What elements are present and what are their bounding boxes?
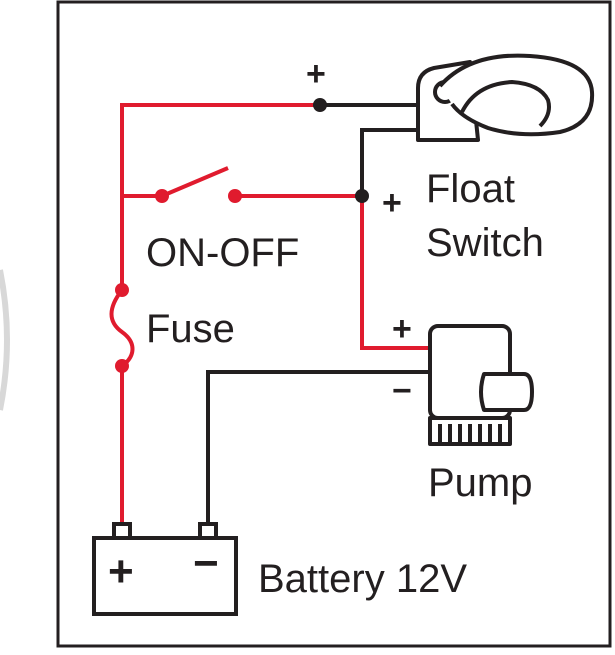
plus-sign-top: + bbox=[306, 55, 326, 93]
float-switch-label-line1: Float bbox=[426, 167, 515, 211]
junction-float bbox=[355, 189, 369, 203]
minus-sign-pump: − bbox=[392, 372, 412, 410]
edge-shadow bbox=[0, 269, 10, 411]
wire-main-positive bbox=[120, 103, 320, 290]
float-switch-icon bbox=[416, 53, 595, 142]
float-switch-label-line2: Switch bbox=[426, 221, 544, 265]
fuse-label: Fuse bbox=[146, 307, 235, 351]
switch-label: ON-OFF bbox=[146, 231, 299, 275]
negative-wires bbox=[206, 103, 430, 524]
fuse-icon bbox=[115, 283, 129, 373]
fuse-element bbox=[109, 288, 135, 368]
diagram-frame bbox=[56, 0, 612, 648]
bilge-pump-icon bbox=[428, 324, 534, 446]
battery-icon bbox=[92, 522, 238, 616]
toggle-switch-icon bbox=[155, 166, 242, 203]
positive-wires bbox=[109, 103, 430, 524]
battery-plus-sign: + bbox=[108, 547, 134, 596]
plus-sign-float: + bbox=[382, 184, 402, 222]
junction-top bbox=[313, 98, 327, 112]
wire-float-out bbox=[360, 128, 418, 196]
wire-pump-positive bbox=[360, 196, 430, 350]
pump-label: Pump bbox=[428, 461, 533, 505]
battery-label: Battery 12V bbox=[258, 557, 467, 601]
battery-minus-sign: − bbox=[193, 539, 219, 588]
wire-pump-negative bbox=[206, 370, 430, 524]
plus-sign-pump: + bbox=[392, 310, 412, 348]
